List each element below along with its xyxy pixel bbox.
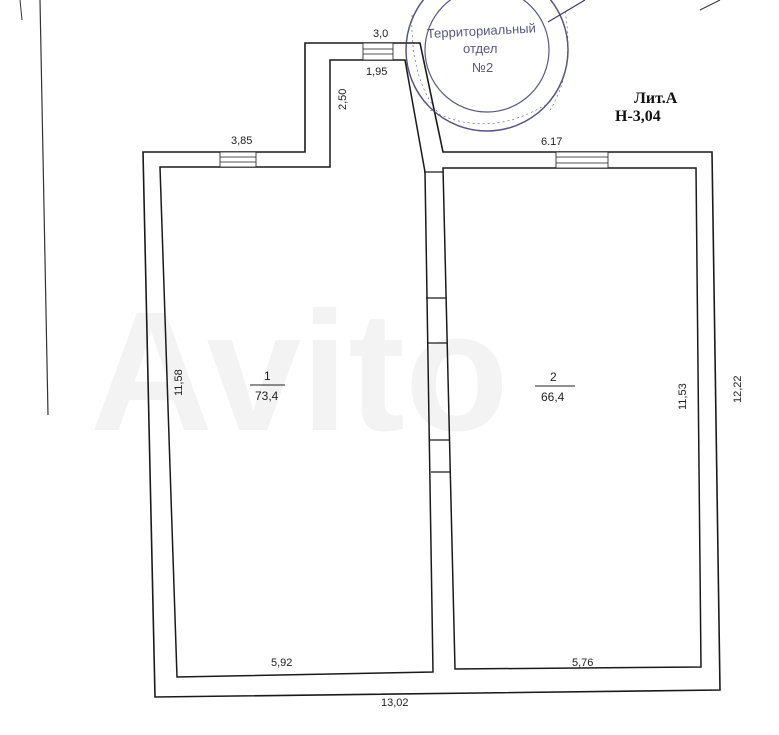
dim-right-inner-side: 11,53 [677,383,689,410]
dim-top-passage-inner: 1,95 [366,66,387,78]
official-stamp: Территориальный отдел №2 [405,0,569,132]
corner-mark-2 [699,0,721,11]
stamp-line-3: №2 [472,60,493,75]
dim-right-top: 6.17 [541,136,562,148]
partition-openings [424,171,451,473]
window-left-top [219,151,257,168]
dim-top-passage-outer: 3,0 [373,28,388,40]
room-2-inner-wall [442,167,702,670]
room-1-inner-wall [159,59,434,678]
dim-bottom-left: 5,92 [271,657,292,669]
window-top-passage [362,42,394,61]
building-letter: Лит.А [634,90,678,107]
dim-bottom-total: 13,02 [381,697,409,709]
dim-left-side: 11,58 [173,369,185,396]
corner-mark [547,0,586,23]
window-right-top [555,151,609,169]
stamp-line-1: Территориальный [426,20,536,41]
stamp-line-2: отдел [463,41,497,56]
dim-bottom-right: 5,76 [572,657,593,669]
building-height: Н-3,04 [615,108,661,125]
page-margin-line [39,0,49,416]
dim-right-outer-side: 12,22 [732,375,744,403]
room-1-number: 1 [264,369,271,383]
dim-passage-depth: 2,50 [337,89,349,110]
room-2-area: 66,4 [541,390,565,404]
page-margin-line-short [19,0,23,21]
watermark: Avito [90,277,509,467]
room-1-area: 73,4 [255,389,279,403]
outer-wall [142,42,721,698]
dim-left-top: 3,85 [231,135,252,147]
room-2-number: 2 [550,370,557,384]
